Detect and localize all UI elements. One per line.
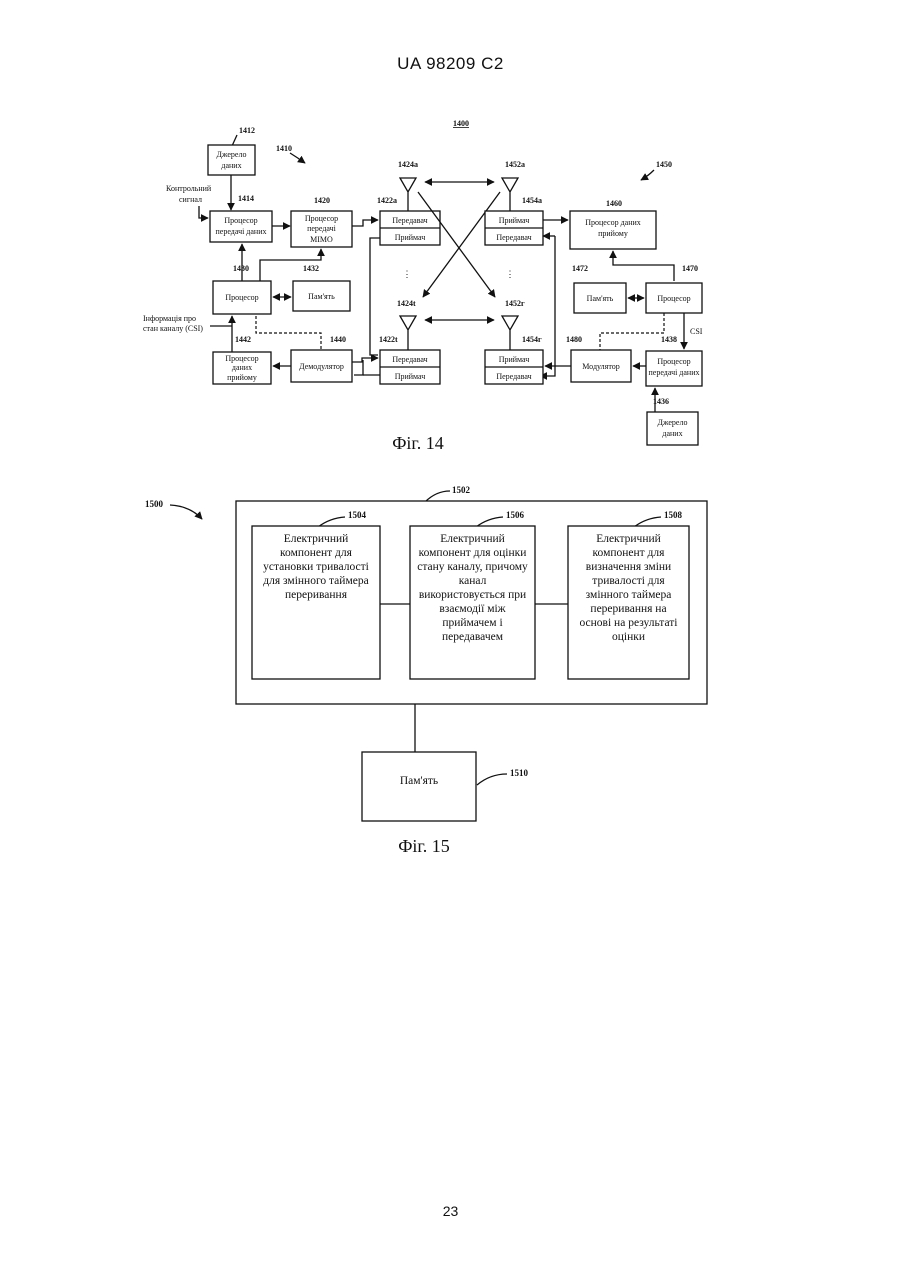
tx-data-processor-right-label: Процесор [657,357,690,366]
ref-1424a: 1424а [398,160,418,169]
memory-right-label: Пам'ять [587,294,614,303]
demodulator-label: Демодулятор [299,362,344,371]
svg-text:приймачем і: приймачем і [442,617,502,629]
mimo-processor-label-3: MIMO [310,235,333,244]
tx-data-processor-label: Процесор [224,216,257,225]
ref-1472: 1472 [572,264,588,273]
csi-info-label-2: стан каналу (CSI) [143,324,203,333]
svg-text:взаємодії між: взаємодії між [439,603,505,615]
ref-1502: 1502 [452,485,471,495]
tx-data-processor-label-2: передачі даних [215,227,266,236]
ref-1414: 1414 [238,194,254,203]
rx-data-processor-left-label-2: даних [232,363,252,372]
ref-1432: 1432 [303,264,319,273]
svg-text:тривалості для: тривалості для [592,575,665,587]
svg-text:визначення зміни: визначення зміни [586,561,671,573]
svg-text:установки тривалості: установки тривалості [263,561,369,573]
transmitter-left-a-label: Передавач [392,216,427,225]
transmitter-right-a-label: Передавач [496,233,531,242]
receiver-right-a-label: Приймач [499,216,530,225]
data-source-left-label-2: даних [221,161,241,170]
ref-1500: 1500 [145,499,164,509]
svg-text:основі на результаті: основі на результаті [580,617,678,629]
svg-text:Електричний: Електричний [284,533,349,545]
svg-text:оцінки: оцінки [612,631,645,643]
processor-left-label: Процесор [225,293,258,302]
control-signal-label-2: сигнал [179,195,202,204]
receiver-left-a-label: Приймач [395,233,426,242]
svg-text:канал: канал [459,575,487,587]
ref-1424t: 1424t [397,299,416,308]
ref-1438: 1438 [661,335,677,344]
ref-1442: 1442 [235,335,251,344]
ref-1420: 1420 [314,196,330,205]
ref-1510: 1510 [510,768,529,778]
ref-1422t: 1422t [379,335,398,344]
svg-text:стану каналу, причому: стану каналу, причому [417,561,528,573]
modulator-label: Модулятор [582,362,619,371]
processor-right-label: Процесор [657,294,690,303]
csi-label: CSI [690,327,703,336]
rx-data-processor-right-label: Процесор даних [585,218,641,227]
ref-1440: 1440 [330,335,346,344]
ref-1454a: 1454а [522,196,542,205]
tx-data-processor-right-label-2: передачі даних [648,368,699,377]
ref-1454r: 1454г [522,335,542,344]
rx-data-processor-left-label: Процесор [225,354,258,363]
svg-text:компонент для: компонент для [280,547,353,559]
data-source-left-label: Джерело [217,150,247,159]
csi-info-label: Інформація про [143,314,196,323]
fig14-diagram: 1400 1410 1450 1412 Джерело даних Контро… [143,119,703,453]
ref-1460: 1460 [606,199,622,208]
svg-text:Електричний: Електричний [596,533,661,545]
control-signal-label: Контрольний [166,184,212,193]
svg-text:передавачем: передавачем [442,631,504,643]
memory-1510-label: Пам'ять [400,775,438,787]
data-source-right-label: Джерело [658,418,688,427]
receiver-left-t-label: Приймач [395,372,426,381]
transmitter-right-r-label: Передавач [496,372,531,381]
page-number: 23 [0,1203,901,1219]
svg-text:компонент для: компонент для [593,547,666,559]
memory-left-label: Пам'ять [308,292,335,301]
svg-text:переривання: переривання [285,589,348,601]
ref-1400: 1400 [453,119,469,128]
ref-1430: 1430 [233,264,249,273]
dots-left: ⋮ [403,269,412,279]
ref-1422a: 1422а [377,196,397,205]
svg-text:для змінного таймера: для змінного таймера [263,575,368,587]
ref-1470: 1470 [682,264,698,273]
svg-text:Електричний: Електричний [440,533,505,545]
data-source-right-label-2: даних [662,429,682,438]
mimo-processor-label: Процесор [305,214,338,223]
fig15-diagram: 1500 1502 1504 Електричний компонент для… [145,485,707,856]
dots-right: ⋮ [506,269,515,279]
svg-text:переривання на: переривання на [590,603,666,615]
fig15-caption: Фіг. 15 [398,836,450,856]
ref-1452a: 1452а [505,160,525,169]
receiver-right-r-label: Приймач [499,355,530,364]
ref-1506: 1506 [506,510,525,520]
rx-data-processor-left-label-3: прийому [227,373,257,382]
rx-data-processor-right-label-2: прийому [598,229,628,238]
svg-text:змінного таймера: змінного таймера [586,589,672,601]
ref-1508: 1508 [664,510,683,520]
ref-1504: 1504 [348,510,367,520]
svg-text:використовується при: використовується при [419,589,526,601]
ref-1410: 1410 [276,144,292,153]
ref-1480: 1480 [566,335,582,344]
svg-text:компонент для оцінки: компонент для оцінки [419,547,527,559]
ref-1452r: 1452г [505,299,525,308]
fig14-caption: Фіг. 14 [392,433,444,453]
ref-1412: 1412 [239,126,255,135]
mimo-processor-label-2: передачі [307,224,337,233]
transmitter-left-t-label: Передавач [392,355,427,364]
ref-1450: 1450 [656,160,672,169]
